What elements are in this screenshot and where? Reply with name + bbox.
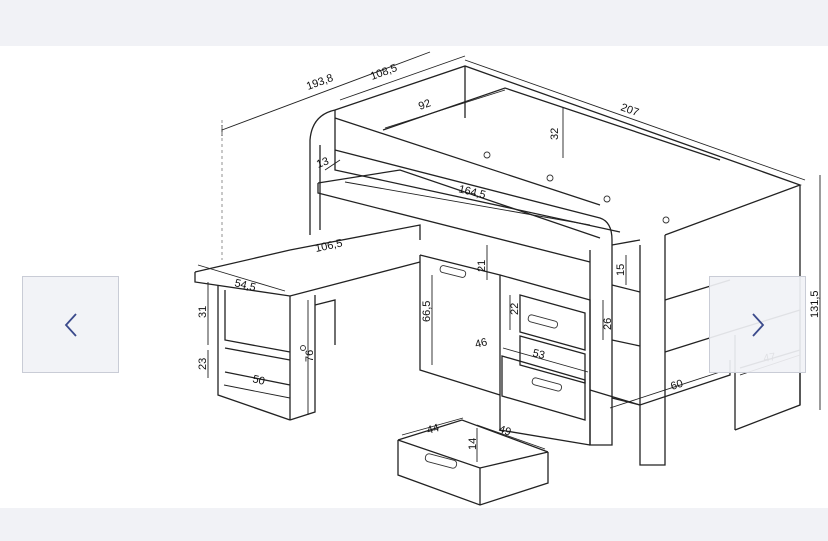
- dim-131-5: 131,5: [809, 290, 821, 318]
- dim-46: 46: [474, 336, 489, 351]
- dim-23: 23: [197, 358, 209, 370]
- dim-60: 60: [669, 378, 684, 393]
- bed-technical-drawing: 193,8 108,5 207 92 32 13 164,5 106,5 54,…: [194, 51, 821, 506]
- dim-22: 22: [509, 303, 521, 315]
- dim-76: 76: [304, 350, 316, 362]
- dim-164-5: 164,5: [457, 183, 487, 201]
- chevron-left-icon: [64, 312, 77, 337]
- dim-31: 31: [197, 306, 209, 318]
- dim-106-5: 106,5: [314, 237, 343, 254]
- dim-32: 32: [549, 128, 561, 140]
- dim-49: 49: [497, 423, 512, 438]
- dim-207: 207: [619, 102, 640, 120]
- previous-image-button[interactable]: [22, 276, 119, 373]
- bottom-band: [0, 508, 828, 541]
- dim-13: 13: [315, 155, 331, 170]
- dim-50: 50: [251, 373, 266, 388]
- dim-66-5: 66,5: [421, 301, 433, 322]
- image-stage: 193,8 108,5 207 92 32 13 164,5 106,5 54,…: [0, 46, 828, 508]
- next-image-button[interactable]: [709, 276, 806, 373]
- dim-108-5: 108,5: [369, 62, 399, 83]
- dim-26: 26: [602, 318, 614, 330]
- dim-21: 21: [476, 260, 488, 272]
- chevron-right-icon: [751, 312, 764, 337]
- dim-92: 92: [417, 97, 433, 112]
- top-band: [0, 0, 828, 46]
- dim-14: 14: [467, 438, 479, 450]
- dim-44: 44: [426, 422, 441, 437]
- dim-54-5: 54,5: [233, 277, 257, 294]
- dim-15: 15: [615, 264, 627, 276]
- dim-53: 53: [531, 347, 546, 362]
